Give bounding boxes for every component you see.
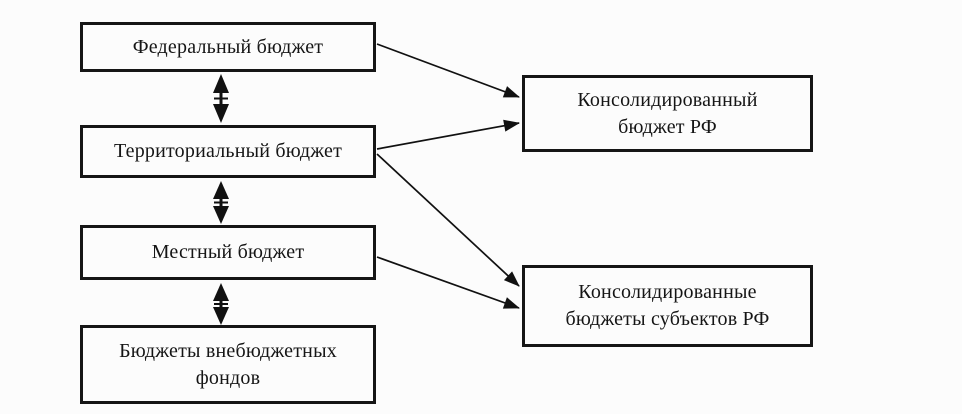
arrow-local-to-consolidated-subjects: [376, 256, 520, 309]
arrow-territorial-to-consolidated-rf: [376, 119, 520, 150]
node-local-budget-label: Местный бюджет: [151, 241, 305, 263]
double-arrow-local-extrabudgetary: [213, 283, 229, 325]
node-consolidated-budgets-subjects-rf: Консолидированные бюджеты субъектов РФ: [522, 265, 813, 347]
node-local-budget: Местный бюджет: [80, 225, 376, 280]
node-extrabudgetary-funds-budgets-label: Бюджеты внебюджетных фондов: [119, 339, 337, 389]
node-extrabudgetary-funds-budgets: Бюджеты внебюджетных фондов: [80, 325, 376, 404]
double-arrow-territorial-local: [213, 181, 229, 224]
node-consolidated-budget-rf: Консолидированный бюджет РФ: [522, 75, 813, 152]
node-consolidated-budgets-subjects-rf-label: Консолидированные бюджеты субъектов РФ: [565, 281, 770, 330]
node-federal-budget-label: Федеральный бюджет: [132, 35, 324, 58]
node-consolidated-budget-rf-label: Консолидированный бюджет РФ: [577, 88, 758, 138]
double-arrow-federal-territorial: [213, 74, 229, 123]
arrow-territorial-to-consolidated-subjects: [376, 153, 520, 287]
arrow-federal-to-consolidated-rf: [376, 43, 520, 98]
node-territorial-budget-label: Территориальный бюджет: [113, 140, 343, 162]
node-territorial-budget: Территориальный бюджет: [80, 125, 376, 178]
node-federal-budget: Федеральный бюджет: [80, 22, 376, 72]
